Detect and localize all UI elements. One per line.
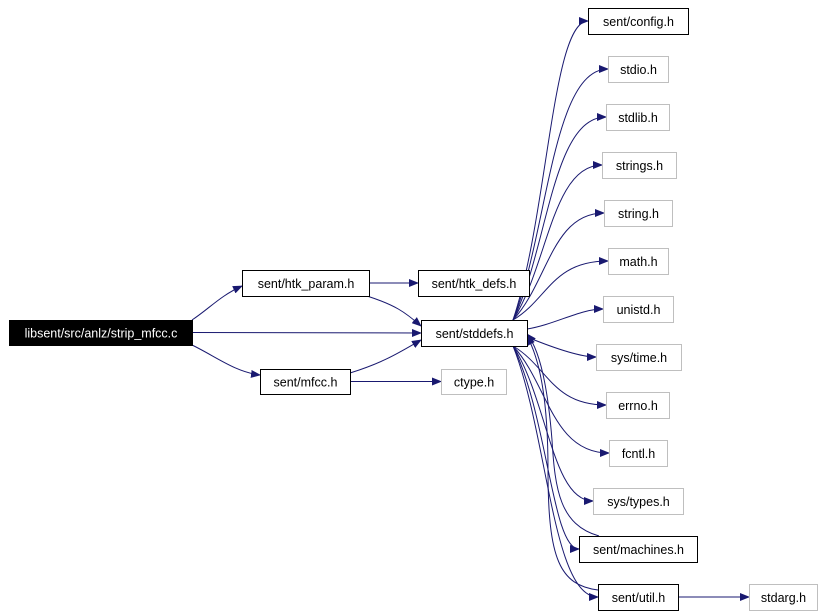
edge-stddefs-to-strings [512, 161, 603, 321]
node-label-machines: sent/machines.h [593, 543, 684, 557]
node-label-util: sent/util.h [612, 591, 666, 605]
node-label-htk_defs: sent/htk_defs.h [432, 277, 517, 291]
node-string: string.h [604, 200, 673, 227]
node-htk_defs[interactable]: sent/htk_defs.h [418, 270, 530, 297]
edge-stddefs-to-systypes [512, 345, 594, 505]
edge-machines-to-stddefs [526, 333, 600, 537]
node-label-math: math.h [619, 255, 657, 269]
nodes-layer: libsent/src/anlz/strip_mfcc.c sent/htk_pa… [9, 8, 818, 611]
edge-root-to-stddefs [191, 328, 422, 337]
node-box-htk_defs [418, 270, 530, 297]
edges-layer [191, 17, 750, 601]
node-root[interactable]: libsent/src/anlz/strip_mfcc.c [9, 320, 193, 346]
node-label-htk_param: sent/htk_param.h [258, 277, 355, 291]
node-errno: errno.h [606, 392, 670, 419]
node-stdarg: stdarg.h [749, 584, 818, 611]
edge-stddefs-to-util [512, 345, 599, 601]
node-box-stdio [608, 56, 669, 83]
node-util[interactable]: sent/util.h [598, 584, 679, 611]
node-label-root: libsent/src/anlz/strip_mfcc.c [25, 327, 178, 341]
node-stddefs[interactable]: sent/stddefs.h [421, 320, 528, 347]
node-ctype: ctype.h [441, 369, 507, 395]
node-box-root [9, 320, 193, 346]
node-box-fcntl [609, 440, 668, 467]
node-label-ctype: ctype.h [454, 376, 494, 390]
edge-stddefs-to-unistd [526, 305, 604, 330]
node-stdlib: stdlib.h [606, 104, 670, 131]
node-fcntl: fcntl.h [609, 440, 668, 467]
node-box-strings [602, 152, 677, 179]
edge-stddefs-to-errno [512, 345, 607, 409]
node-box-ctype [441, 369, 507, 395]
node-label-string: string.h [618, 207, 659, 221]
node-box-htk_param [242, 270, 370, 297]
node-unistd: unistd.h [603, 296, 674, 323]
node-box-mfcc [260, 369, 351, 395]
node-label-errno: errno.h [618, 399, 658, 413]
node-label-stdarg: stdarg.h [761, 591, 806, 605]
node-box-systime [596, 344, 682, 371]
node-box-unistd [603, 296, 674, 323]
node-mfcc[interactable]: sent/mfcc.h [260, 369, 351, 395]
edge-stddefs-to-math [512, 257, 609, 321]
node-label-mfcc: sent/mfcc.h [274, 376, 338, 390]
edge-root-to-htk_param [191, 285, 243, 321]
node-label-stddefs: sent/stddefs.h [436, 327, 514, 341]
node-box-stdlib [606, 104, 670, 131]
node-box-string [604, 200, 673, 227]
node-config[interactable]: sent/config.h [588, 8, 689, 35]
node-label-systime: sys/time.h [611, 351, 667, 365]
node-math: math.h [608, 248, 669, 275]
edge-htk_param-to-stddefs [366, 295, 422, 327]
node-label-fcntl: fcntl.h [622, 447, 655, 461]
node-systime: sys/time.h [596, 344, 682, 371]
edge-stddefs-to-machines [512, 345, 580, 553]
node-box-stddefs [421, 320, 528, 347]
node-box-math [608, 248, 669, 275]
node-box-machines [579, 536, 698, 563]
node-box-config [588, 8, 689, 35]
node-label-stdio: stdio.h [620, 63, 657, 77]
node-htk_param[interactable]: sent/htk_param.h [242, 270, 370, 297]
edge-root-to-mfcc [191, 344, 261, 378]
node-systypes: sys/types.h [593, 488, 684, 515]
edge-util-to-stddefs [526, 335, 599, 591]
edge-stddefs-to-string [512, 209, 605, 321]
node-stdio: stdio.h [608, 56, 669, 83]
node-box-util [598, 584, 679, 611]
node-label-systypes: sys/types.h [607, 495, 670, 509]
node-label-config: sent/config.h [603, 15, 674, 29]
node-label-unistd: unistd.h [617, 303, 661, 317]
node-label-stdlib: stdlib.h [618, 111, 658, 125]
edge-stddefs-to-fcntl [512, 345, 610, 457]
edge-mfcc-to-stddefs [349, 339, 422, 374]
node-machines[interactable]: sent/machines.h [579, 536, 698, 563]
node-box-stdarg [749, 584, 818, 611]
node-box-systypes [593, 488, 684, 515]
node-box-errno [606, 392, 670, 419]
node-strings: strings.h [602, 152, 677, 179]
node-label-strings: strings.h [616, 159, 663, 173]
